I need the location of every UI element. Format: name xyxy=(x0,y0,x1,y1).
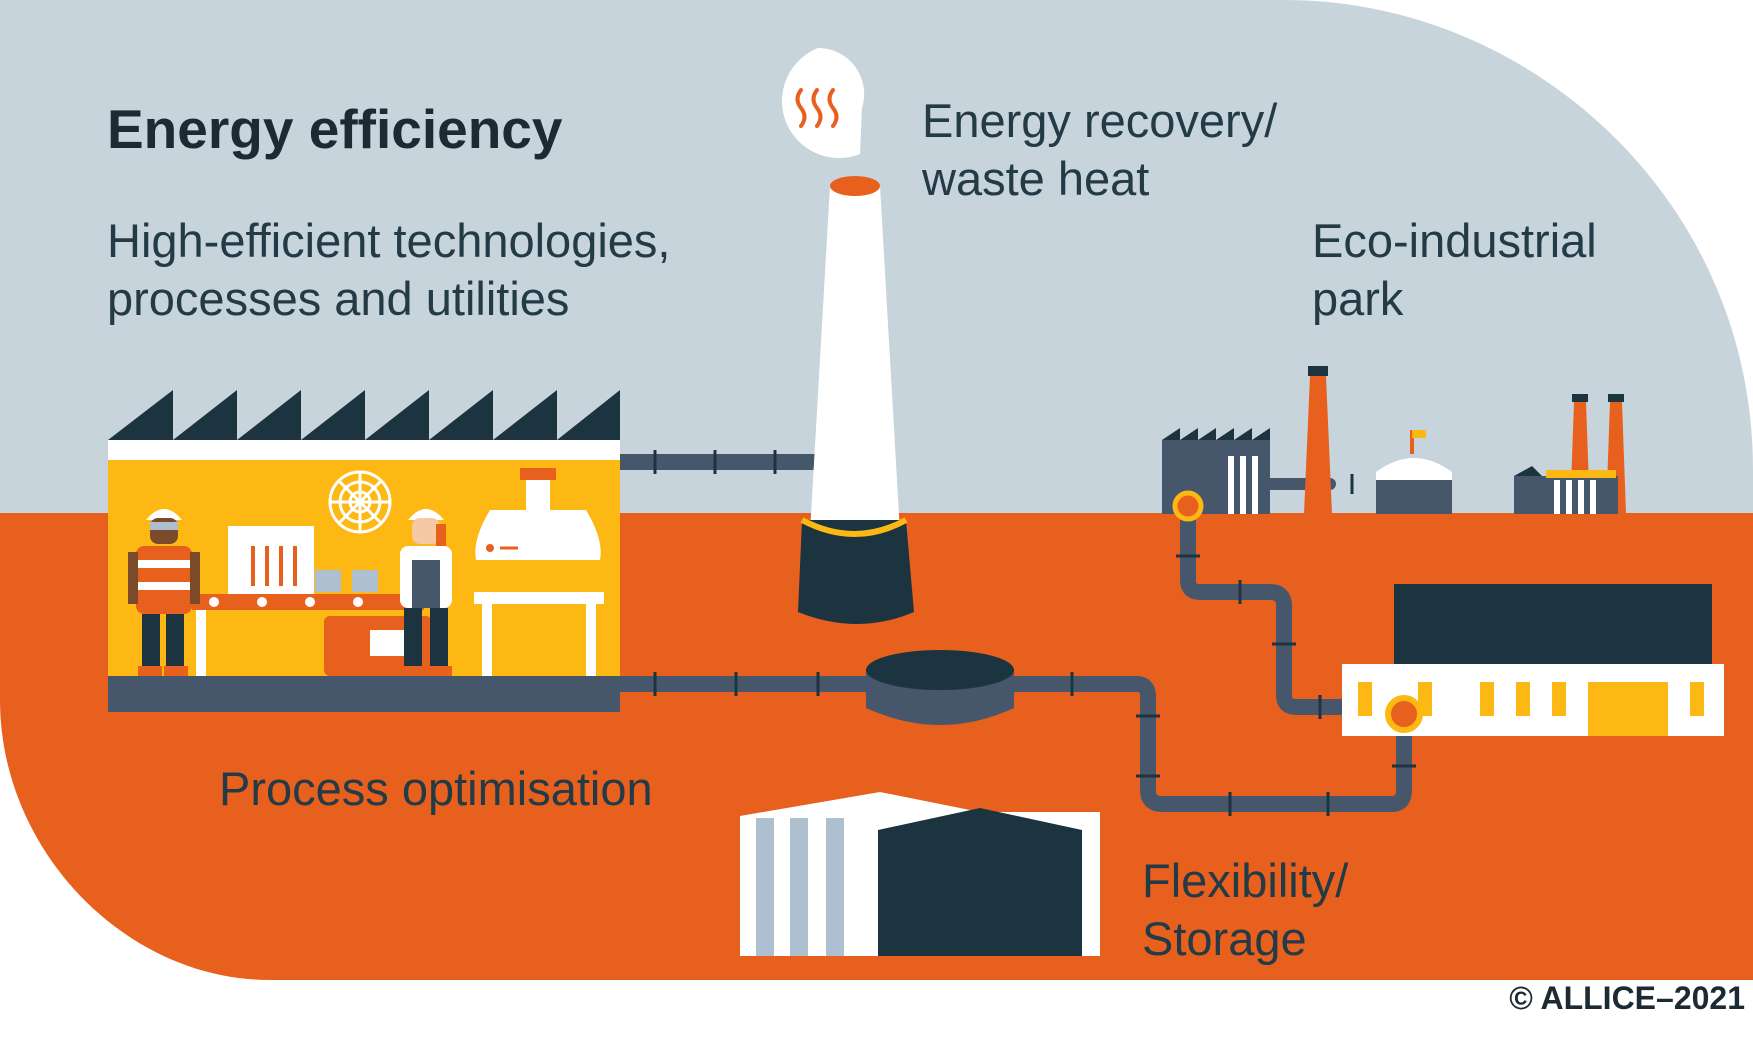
storage-tank xyxy=(866,650,1014,725)
extraction-hood xyxy=(475,510,601,560)
copyright-credit: © ALLICE–2021 xyxy=(1509,980,1745,1016)
chimney-base xyxy=(798,520,914,624)
fan-icon xyxy=(328,470,392,534)
label-high-efficient: High-efficient technologies, processes a… xyxy=(107,214,671,325)
worker-icon xyxy=(128,509,200,676)
label-eco-industrial-park: Eco-industrial park xyxy=(1312,214,1597,325)
label-process-optimisation: Process optimisation xyxy=(219,762,653,815)
chimney-stack xyxy=(810,186,900,532)
factory-building xyxy=(108,390,620,712)
long-warehouse xyxy=(1342,584,1724,736)
pipe-joints xyxy=(653,450,1416,816)
heat-wave-icon xyxy=(795,88,839,128)
sawtooth-roof xyxy=(108,390,620,440)
heat-bubble xyxy=(781,47,865,159)
park-chimney xyxy=(1304,376,1332,514)
worker-icon xyxy=(400,509,452,676)
machine-panel xyxy=(228,526,314,598)
page-title: Energy efficiency xyxy=(107,98,563,160)
label-flexibility-storage: Flexibility/ Storage xyxy=(1142,854,1349,965)
pipe-park-to-warehouse xyxy=(1180,502,1364,715)
work-table xyxy=(474,592,604,604)
pipe-tank-to-warehouse xyxy=(1002,676,1412,812)
factory-floor xyxy=(108,676,620,712)
storage-hangar xyxy=(740,792,1100,956)
pipe-network xyxy=(612,454,1412,812)
eco-industrial-park xyxy=(1162,366,1626,522)
label-energy-recovery: Energy recovery/ waste heat xyxy=(922,94,1278,205)
chimney-opening xyxy=(830,176,880,196)
chimney xyxy=(798,176,914,624)
